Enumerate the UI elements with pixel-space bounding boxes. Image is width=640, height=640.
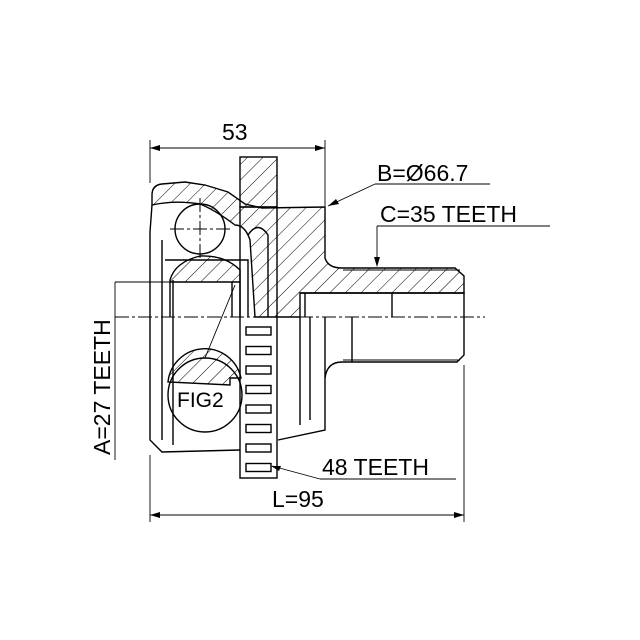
abs-ring xyxy=(239,156,278,479)
fig2-label: FIG2 xyxy=(177,389,224,412)
dim-length-label: L=95 xyxy=(272,486,324,512)
abs-tooth-slot xyxy=(245,326,272,336)
dim-c-label: C=35 TEETH xyxy=(380,201,517,227)
dimension-abs-teeth: 48 TEETH xyxy=(271,454,456,480)
abs-tooth-slot xyxy=(245,345,272,356)
outer-housing xyxy=(149,181,465,453)
abs-tooth-slot xyxy=(245,462,272,473)
dim-a-label: A=27 TEETH xyxy=(89,319,115,455)
dimension-a: A=27 TEETH xyxy=(89,281,238,460)
abs-tooth-slot xyxy=(245,423,272,434)
dimension-c: C=35 TEETH xyxy=(374,201,550,267)
abs-tooth-slot xyxy=(245,384,272,395)
dim-53-label: 53 xyxy=(222,119,248,145)
dimension-b: B=Ø66.7 xyxy=(327,160,490,207)
fig2-detail: FIG2 xyxy=(167,284,243,433)
dimension-53: 53 xyxy=(149,119,326,206)
dimension-length: L=95 xyxy=(149,365,465,522)
dim-b-label: B=Ø66.7 xyxy=(377,160,468,186)
abs-tooth-slot xyxy=(245,365,272,375)
ball xyxy=(170,198,232,260)
inner-race xyxy=(165,255,249,317)
abs-tooth-slot xyxy=(245,443,272,453)
abs-tooth-slot xyxy=(245,404,272,414)
abs-teeth-label: 48 TEETH xyxy=(322,454,429,480)
output-shaft xyxy=(300,269,465,379)
abs-teeth xyxy=(245,326,272,473)
